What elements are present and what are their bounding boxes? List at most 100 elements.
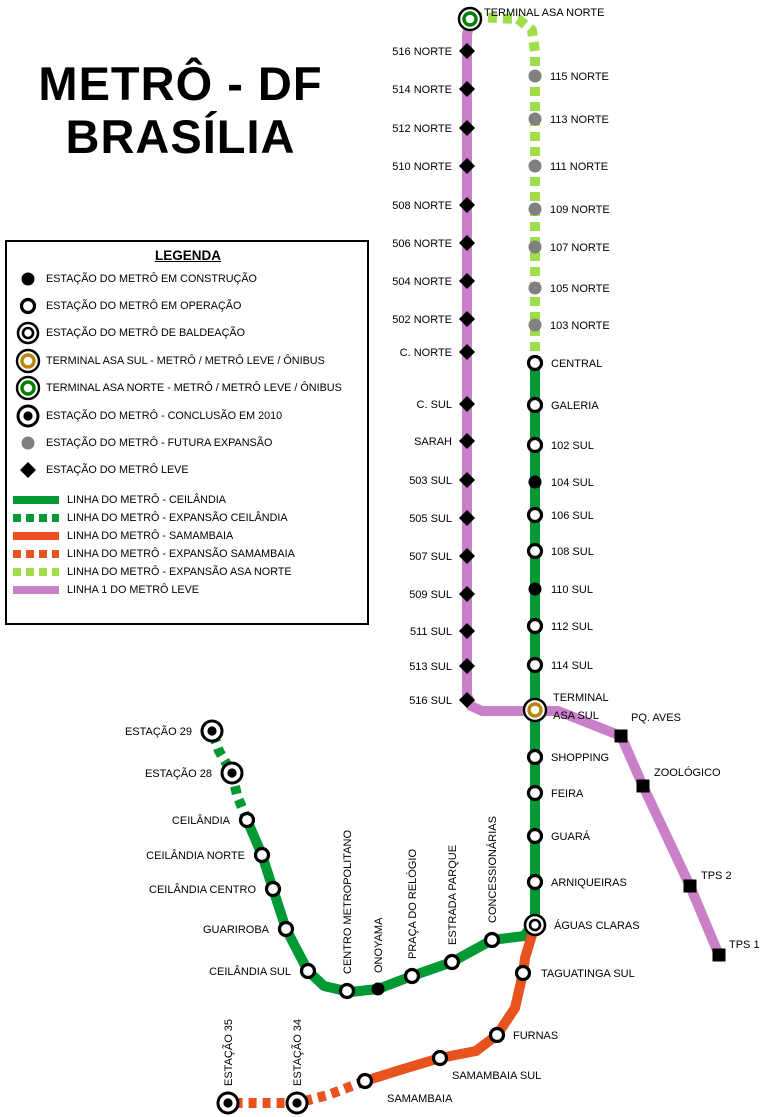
station-label: 112 SUL	[551, 621, 593, 633]
station-106-sul: 106 SUL	[526, 506, 594, 524]
station-115-norte: 115 NORTE	[528, 69, 609, 83]
legend-item-estacao-do-metro-futura-expansao: ESTAÇÃO DO METRÔ - FUTURA EXPANSÃO	[13, 429, 363, 456]
station-label: FEIRA	[551, 788, 584, 800]
station-label: CONCESSIONÁRIAS	[486, 816, 499, 923]
station-label: ESTAÇÃO 34	[291, 1019, 304, 1086]
station-estacao-29: ESTAÇÃO 29	[125, 719, 224, 743]
station-label: PRAÇA DO RELÓGIO	[406, 849, 419, 959]
station-aguas-claras: ÁGUAS CLARAS	[523, 913, 640, 937]
station-503-sul: 503 SUL	[409, 472, 475, 488]
station-509-sul: 509 SUL	[409, 586, 475, 602]
legend-line-label: LINHA DO METRÔ - EXPANSÃO SAMAMBAIA	[67, 548, 295, 561]
legend-line-linha-do-metro-samambaia: LINHA DO METRÔ - SAMAMBAIA	[13, 527, 363, 545]
legend-item-estacao-do-metro-de-baldeacao: ESTAÇÃO DO METRÔ DE BALDEAÇÃO	[13, 320, 363, 347]
legend-line-label: LINHA DO METRÔ - EXPANSÃO CEILÂNDIA	[67, 512, 288, 525]
station-label: 509 SUL	[409, 589, 452, 601]
station-ceilandia: CEILÂNDIA	[172, 811, 256, 829]
station-label: CEILÂNDIA	[172, 814, 231, 827]
map-title-line1: METRÔ - DF	[38, 57, 323, 110]
station-label: GALERIA	[551, 400, 599, 412]
station-507-sul: 507 SUL	[409, 548, 475, 564]
station-516-sul: 516 SUL	[409, 692, 475, 708]
station-label: ESTAÇÃO 29	[125, 725, 192, 738]
station-109-norte: 109 NORTE	[528, 202, 610, 216]
station-label: 107 NORTE	[550, 242, 610, 254]
station-label: CENTRAL	[551, 358, 602, 370]
line-swatch-icon	[13, 568, 59, 577]
station-centro-metropolitano: CENTRO METROPOLITANO	[338, 830, 356, 1000]
station-label: 513 SUL	[409, 661, 452, 673]
station-ceilandia-centro: CEILÂNDIA CENTRO	[149, 880, 282, 898]
station-label: 514 NORTE	[392, 84, 452, 96]
station-label: 103 NORTE	[550, 320, 610, 332]
station-label: 510 NORTE	[392, 161, 452, 173]
station-label: 506 NORTE	[392, 238, 452, 250]
station-tps-1: TPS 1	[712, 939, 760, 962]
station-label: 115 NORTE	[550, 71, 609, 83]
station-label: PQ. AVES	[631, 712, 681, 724]
station-label: SARAH	[414, 436, 452, 448]
station-label: SHOPPING	[551, 752, 609, 764]
station-label: 105 NORTE	[550, 283, 610, 295]
station-galeria: GALERIA	[526, 396, 599, 414]
station-label: FURNAS	[513, 1030, 558, 1042]
line-swatch-icon	[13, 550, 59, 559]
legend-item-estacao-do-metro-em-operacao: ESTAÇÃO DO METRÔ EM OPERAÇÃO	[13, 292, 363, 319]
station-arniqueiras: ARNIQUEIRAS	[526, 873, 627, 891]
station-ceilandia-norte: CEILÂNDIA NORTE	[146, 846, 271, 864]
station-praca-do-relogio: PRAÇA DO RELÓGIO	[403, 849, 421, 985]
station-label: 516 SUL	[409, 695, 452, 707]
station-label: 109 NORTE	[550, 204, 610, 216]
station-label: ONOYAMA	[373, 917, 385, 973]
line-swatch-icon	[13, 514, 59, 523]
legend-item-label: TERMINAL ASA SUL - METRÔ / METRÔ LEVE / …	[46, 354, 325, 367]
station-samambaia-sul: SAMAMBAIA SUL	[431, 1049, 541, 1082]
legend-item-label: TERMINAL ASA NORTE - METRÔ / METRÔ LEVE …	[46, 382, 342, 395]
station-502-norte: 502 NORTE	[392, 311, 475, 327]
station-label: ESTAÇÃO 28	[145, 767, 212, 780]
station-label: 102 SUL	[551, 440, 594, 452]
station-c-sul: C. SUL	[417, 396, 475, 412]
station-label: GUARÁ	[551, 830, 591, 843]
station-510-norte: 510 NORTE	[392, 158, 475, 174]
legend-item-label: ESTAÇÃO DO METRÔ DE BALDEAÇÃO	[46, 327, 245, 340]
legend-item-label: ESTAÇÃO DO METRÔ LEVE	[46, 464, 189, 477]
legend-item-label: ESTAÇÃO DO METRÔ - CONCLUSÃO EM 2010	[46, 409, 283, 422]
station-label: 106 SUL	[551, 510, 594, 522]
station-onoyama: ONOYAMA	[371, 917, 385, 996]
legend-item-terminal-asa-sul-metro-metro-leve-onibus: TERMINAL ASA SUL - METRÔ / METRÔ LEVE / …	[13, 347, 363, 374]
station-label: SAMAMBAIA SUL	[452, 1070, 541, 1082]
terminal-norte-symbol-icon	[15, 376, 41, 401]
station-label: GUARIROBA	[203, 924, 270, 936]
station-label: ESTAÇÃO 35	[222, 1019, 235, 1086]
map-title: METRÔ - DF BRASÍLIA	[8, 57, 353, 163]
legend-item-terminal-asa-norte-metro-metro-leve-onibus: TERMINAL ASA NORTE - METRÔ / METRÔ LEVE …	[13, 375, 363, 402]
station-c-norte: C. NORTE	[400, 344, 475, 360]
light-rail-symbol-icon	[20, 462, 36, 479]
station-label: CENTRO METROPOLITANO	[342, 830, 354, 974]
operational-symbol-icon	[19, 297, 37, 315]
station-label: TAGUATINGA SUL	[541, 968, 635, 980]
station-label: 503 SUL	[409, 475, 452, 487]
station-114-sul: 114 SUL	[526, 656, 593, 674]
terminal-sul-symbol-icon	[15, 348, 41, 374]
construction-symbol-icon	[21, 272, 35, 286]
station-label: TPS 1	[729, 939, 760, 951]
station-label: 508 NORTE	[392, 200, 452, 212]
station-label: 111 NORTE	[550, 161, 608, 173]
station-zoologico: ZOOLÓGICO	[636, 766, 721, 793]
station-102-sul: 102 SUL	[526, 436, 594, 454]
line-swatch-icon	[13, 586, 59, 595]
station-label: TERMINAL	[553, 692, 609, 704]
station-label: 110 SUL	[551, 584, 593, 596]
station-label: ÁGUAS CLARAS	[554, 919, 640, 932]
legend-line-label: LINHA DO METRÔ - CEILÂNDIA	[67, 494, 226, 507]
station-feira: FEIRA	[526, 784, 584, 802]
station-label: 114 SUL	[551, 660, 593, 672]
line-linha-samambaia	[363, 923, 540, 1086]
station-label: ZOOLÓGICO	[654, 766, 721, 779]
transfer-symbol-icon	[16, 322, 40, 345]
line-swatch-icon	[13, 532, 59, 541]
